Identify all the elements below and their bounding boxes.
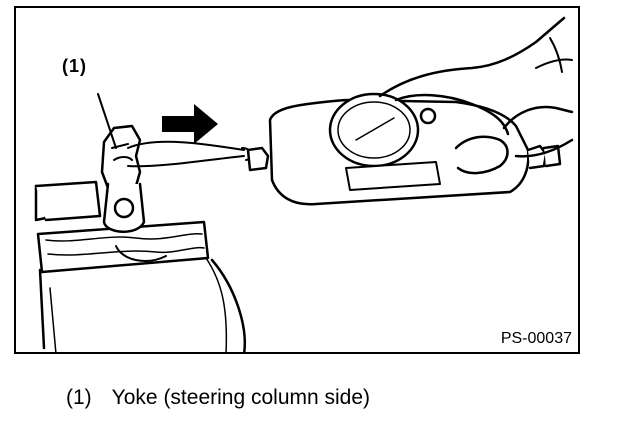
- pull-scale-measurement-illustration: [34, 16, 574, 352]
- vise-block: [34, 180, 246, 352]
- legend-number: (1): [66, 386, 92, 409]
- legend-item: (1) Yoke (steering column side): [66, 386, 370, 410]
- yoke: [97, 93, 146, 233]
- hand: [378, 16, 574, 175]
- pull-arrow-icon: [162, 104, 218, 144]
- hook-wire: [127, 140, 253, 168]
- figure-code: PS-00037: [500, 330, 572, 347]
- callout-label: (1): [62, 56, 87, 76]
- legend-text: Yoke (steering column side): [111, 386, 371, 409]
- spring-scale: [246, 92, 562, 206]
- illustration-frame: (1) PS-00037: [14, 6, 580, 354]
